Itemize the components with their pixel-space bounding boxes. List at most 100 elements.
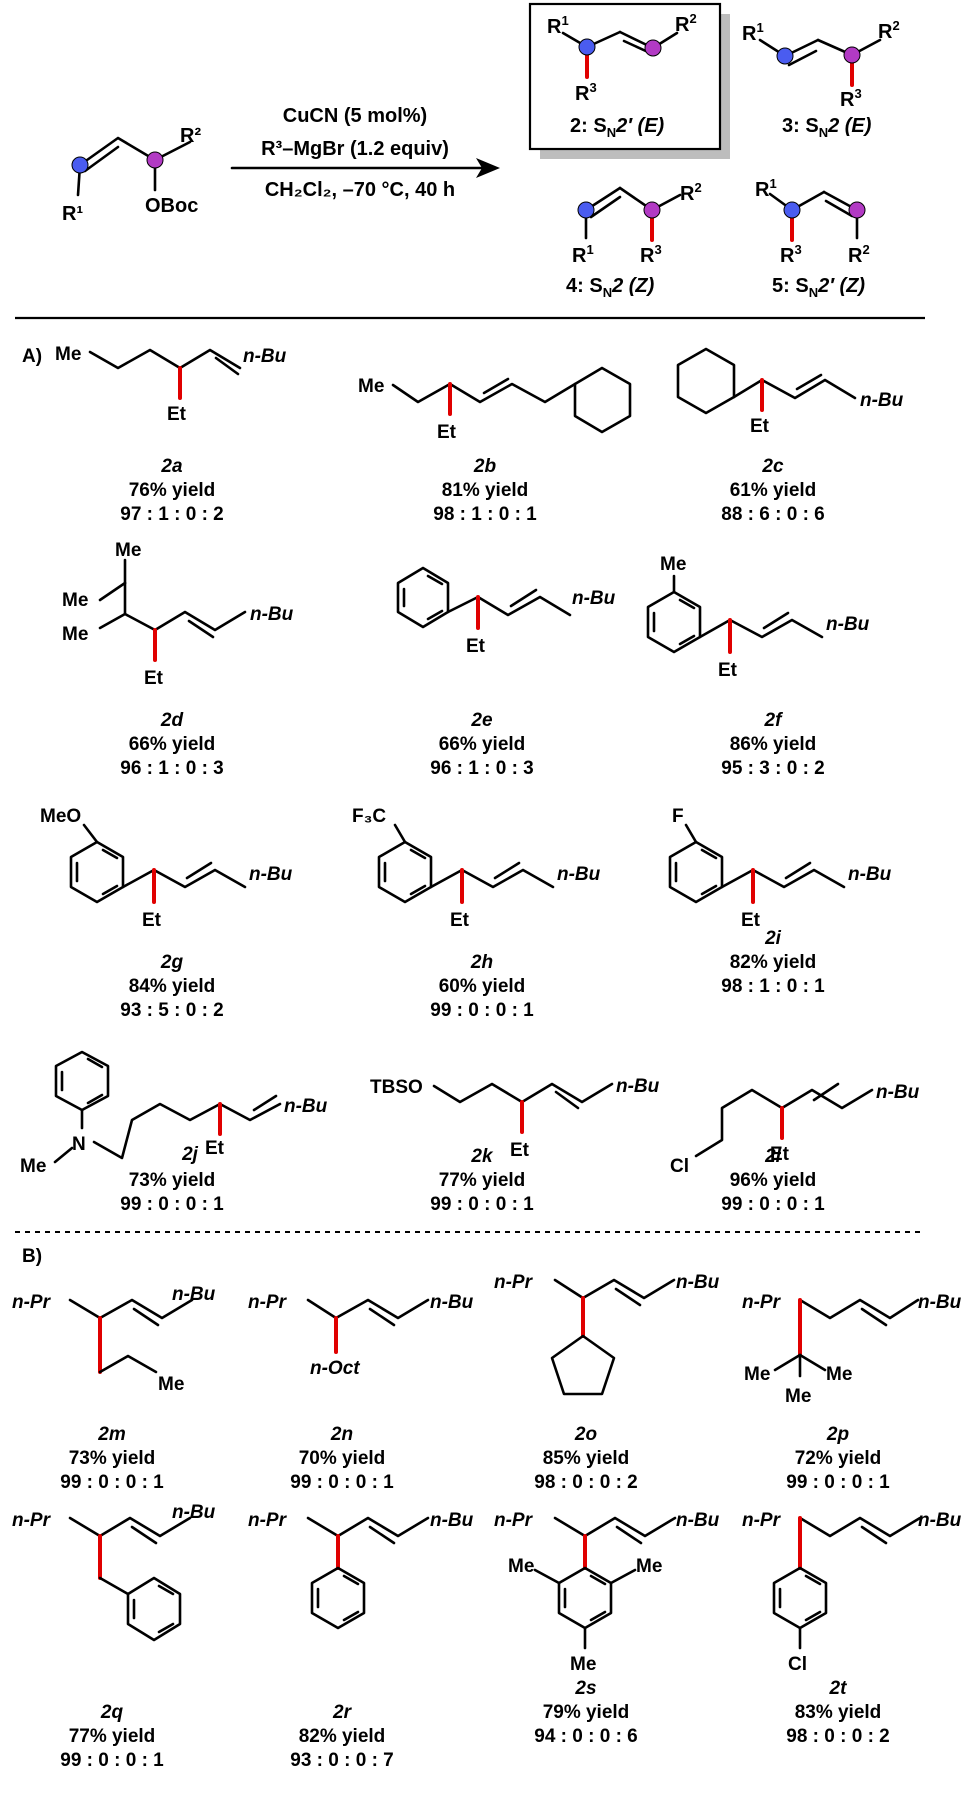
svg-text:2l: 2l [764, 1146, 782, 1167]
svg-text:98 : 1 : 0 : 1: 98 : 1 : 0 : 1 [721, 976, 825, 997]
alpha-carbon-marker [71, 156, 89, 174]
svg-text:N: N [72, 1134, 86, 1155]
section-b-label: B) [22, 1246, 42, 1267]
svg-text:n-Bu: n-Bu [676, 1510, 720, 1531]
svg-text:99 : 0 : 0 : 1: 99 : 0 : 0 : 1 [430, 1194, 534, 1215]
svg-text:73% yield: 73% yield [69, 1448, 156, 1469]
compound-2q-info: 2q 77% yield 99 : 0 : 0 : 1 [60, 1702, 164, 1771]
compound-2o-info: 2o 85% yield 98 : 0 : 0 : 2 [534, 1424, 638, 1493]
svg-text:66% yield: 66% yield [439, 734, 526, 755]
compound-2h-structure: F₃C Et n-Bu [352, 806, 601, 931]
grignard-label: R³–MgBr (1.2 equiv) [261, 138, 449, 160]
svg-text:70% yield: 70% yield [299, 1448, 386, 1469]
svg-text:88 : 6 : 0 : 6: 88 : 6 : 0 : 6 [721, 504, 825, 525]
compound-2t-structure: n-Pr n-Bu Cl [742, 1510, 962, 1675]
compound-2o-structure: n-Pr n-Bu [494, 1272, 720, 1396]
svg-text:Et: Et [750, 416, 770, 437]
svg-text:Me: Me [636, 1556, 662, 1577]
svg-text:61% yield: 61% yield [730, 480, 817, 501]
svg-text:n-Bu: n-Bu [172, 1502, 216, 1523]
compound-2m-structure: n-Pr n-Bu Me [12, 1284, 216, 1395]
svg-text:Et: Et [510, 1140, 530, 1161]
svg-text:82% yield: 82% yield [299, 1726, 386, 1747]
svg-text:n-Bu: n-Bu [826, 614, 870, 635]
compound-2j-structure: N Me Et n-Bu [20, 1050, 328, 1177]
svg-text:99 : 0 : 0 : 1: 99 : 0 : 0 : 1 [430, 1000, 534, 1021]
svg-text:2g: 2g [160, 952, 184, 973]
svg-text:Et: Et [142, 910, 162, 931]
svg-text:82% yield: 82% yield [730, 952, 817, 973]
svg-text:98 : 1 : 0 : 1: 98 : 1 : 0 : 1 [433, 504, 537, 525]
compound-2d-structure: Me Me Me Et n-Bu [62, 540, 294, 689]
svg-text:99 : 0 : 0 : 1: 99 : 0 : 0 : 1 [721, 1194, 825, 1215]
svg-text:66% yield: 66% yield [129, 734, 216, 755]
substrate-structure: R¹ R² OBoc [62, 125, 201, 225]
svg-text:93 : 5 : 0 : 2: 93 : 5 : 0 : 2 [120, 1000, 224, 1021]
svg-text:n-Bu: n-Bu [249, 864, 293, 885]
svg-text:n-Bu: n-Bu [848, 864, 892, 885]
compound-2n-info: 2n 70% yield 99 : 0 : 0 : 1 [290, 1424, 394, 1493]
svg-text:Me: Me [660, 554, 686, 575]
compound-2j-info: 2j 73% yield 99 : 0 : 0 : 1 [120, 1144, 224, 1215]
svg-text:Et: Et [144, 668, 164, 689]
compound-2l-structure: Cl Et n-Bu [670, 1082, 920, 1177]
svg-text:n-Bu: n-Bu [243, 346, 287, 367]
svg-text:73% yield: 73% yield [129, 1170, 216, 1191]
svg-text:R3: R3 [780, 242, 802, 267]
svg-text:R1: R1 [572, 242, 594, 267]
compound-2f-info: 2f 86% yield 95 : 3 : 0 : 2 [721, 710, 825, 779]
svg-text:96 : 1 : 0 : 3: 96 : 1 : 0 : 3 [430, 758, 534, 779]
svg-text:n-Oct: n-Oct [310, 1358, 360, 1379]
compound-2k-info: 2k 77% yield 99 : 0 : 0 : 1 [430, 1146, 534, 1215]
svg-text:Cl: Cl [670, 1156, 689, 1177]
compound-2i-structure: F Et n-Bu [668, 806, 892, 931]
compound-2c-structure: Et n-Bu [676, 347, 904, 437]
svg-text:n-Bu: n-Bu [860, 390, 904, 411]
svg-text:Me: Me [785, 1386, 811, 1407]
svg-text:99 : 0 : 0 : 1: 99 : 0 : 0 : 1 [120, 1194, 224, 1215]
svg-text:2d: 2d [160, 710, 184, 731]
svg-text:n-Bu: n-Bu [876, 1082, 920, 1103]
reaction-header: R¹ R² OBoc CuCN (5 mol%) R³–MgBr (1.2 eq… [62, 2, 900, 300]
svg-text:n-Bu: n-Bu [430, 1510, 474, 1531]
compound-2n-structure: n-Pr n-Bu n-Oct [248, 1292, 474, 1379]
svg-text:MeO: MeO [40, 806, 81, 827]
svg-text:R2: R2 [878, 18, 900, 43]
svg-text:n-Bu: n-Bu [616, 1076, 660, 1097]
product-5-label: 5: SN2′ (Z) [772, 275, 865, 300]
substrate-r2: R² [180, 125, 201, 147]
svg-text:95 : 3 : 0 : 2: 95 : 3 : 0 : 2 [721, 758, 825, 779]
product-3-sn2-e: R1 R2 R3 3: SN2 (E) [742, 18, 900, 140]
compound-2s-info: 2s 79% yield 94 : 0 : 0 : 6 [534, 1678, 638, 1747]
svg-text:2h: 2h [470, 952, 493, 973]
product-5-sn2prime-z: R1 R3 R2 5: SN2′ (Z) [755, 176, 870, 300]
svg-text:2p: 2p [826, 1424, 849, 1445]
svg-text:2j: 2j [181, 1144, 199, 1165]
catalyst-label: CuCN (5 mol%) [283, 105, 427, 127]
svg-text:R3: R3 [640, 242, 662, 267]
compound-2p-info: 2p 72% yield 99 : 0 : 0 : 1 [786, 1424, 890, 1493]
svg-text:F₃C: F₃C [352, 806, 386, 827]
compound-2q-structure: n-Pr n-Bu [12, 1502, 216, 1642]
substrate-r1: R¹ [62, 203, 83, 225]
svg-text:2q: 2q [100, 1702, 124, 1723]
svg-text:n-Pr: n-Pr [494, 1510, 534, 1531]
svg-text:n-Bu: n-Bu [557, 864, 601, 885]
svg-text:n-Bu: n-Bu [284, 1096, 328, 1117]
section-a-label: A) [22, 346, 42, 367]
svg-text:n-Pr: n-Pr [742, 1292, 782, 1313]
svg-text:Et: Et [450, 910, 470, 931]
svg-text:Me: Me [826, 1364, 852, 1385]
svg-text:Me: Me [62, 590, 88, 611]
product-3-label: 3: SN2 (E) [782, 115, 872, 140]
compound-2d-info: 2d 66% yield 96 : 1 : 0 : 3 [120, 710, 224, 779]
svg-text:2a: 2a [160, 456, 183, 477]
compound-2a-info: 2a 76% yield 97 : 1 : 0 : 2 [120, 456, 224, 525]
compound-2g-structure: MeO Et n-Bu [40, 806, 293, 931]
svg-text:2m: 2m [97, 1424, 126, 1445]
svg-text:Et: Et [718, 660, 738, 681]
svg-text:Me: Me [20, 1156, 46, 1177]
svg-text:Et: Et [741, 910, 761, 931]
svg-text:2i: 2i [764, 928, 782, 949]
